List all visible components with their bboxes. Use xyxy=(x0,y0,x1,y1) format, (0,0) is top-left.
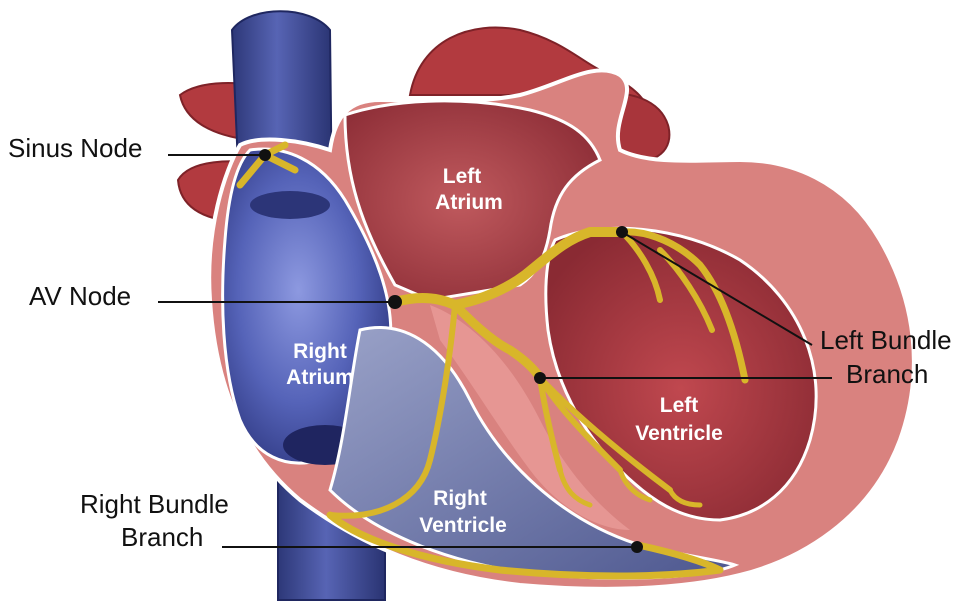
left-ventricle-label-2: Ventricle xyxy=(635,422,723,445)
left-bundle-dot xyxy=(616,226,628,238)
left-bundle-label-line1: Left Bundle xyxy=(820,325,952,355)
sinus-node-dot xyxy=(259,149,271,161)
right-ventricle-label-2: Ventricle xyxy=(419,514,507,537)
av-node-dot xyxy=(388,295,402,309)
right-bundle-label-line1: Right Bundle xyxy=(80,489,229,519)
bundle-branch-dot xyxy=(534,372,546,384)
right-atrium-label-2: Atrium xyxy=(286,366,354,389)
right-bundle-dot xyxy=(631,541,643,553)
svc-opening xyxy=(250,191,330,219)
left-atrium-label-2: Atrium xyxy=(435,191,503,214)
right-ventricle-label-1: Right xyxy=(433,487,487,510)
right-atrium-label-1: Right xyxy=(293,340,347,363)
left-atrium-label-1: Left xyxy=(443,165,482,188)
left-bundle-label-line2: Branch xyxy=(846,359,928,389)
left-ventricle-label-1: Left xyxy=(660,394,699,417)
right-bundle-label-line2: Branch xyxy=(121,522,203,552)
sinus-node-label: Sinus Node xyxy=(8,133,142,163)
av-node-label: AV Node xyxy=(29,281,131,311)
